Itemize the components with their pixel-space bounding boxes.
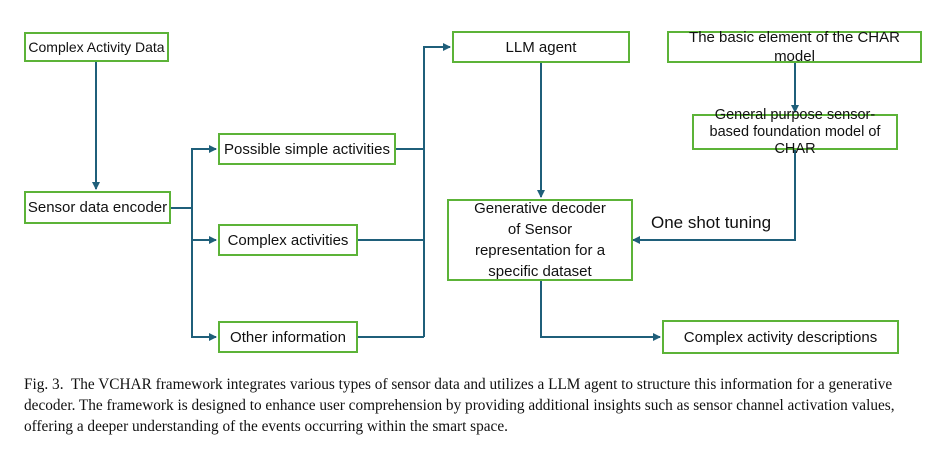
connector-arrows [92, 43, 799, 341]
one-shot-tuning-label: One shot tuning [651, 213, 772, 232]
generative-decoder-box: Generative decoder of Sensor representat… [447, 199, 633, 281]
figure-caption: Fig. 3. The VCHAR framework integrates v… [24, 374, 926, 437]
possible-simple-activities-box: Possible simple activities [218, 133, 396, 165]
arrow-encoder-to-other [191, 208, 217, 341]
general-purpose-model-box: General purpose sensor-based foundation … [692, 107, 898, 157]
complex-activities-box: Complex activities [218, 224, 358, 256]
figure-label: Fig. 3. [24, 376, 64, 393]
complex-activity-descriptions-box: Complex activity descriptions [662, 320, 899, 354]
sensor-data-encoder-box: Sensor data encoder [24, 191, 171, 224]
complex-activity-data-box: Complex Activity Data [24, 32, 169, 62]
basic-element-box: The basic element of the CHAR model [667, 29, 922, 65]
arrow-general-to-decoder [632, 149, 796, 244]
arrow-decoder-to-descriptions [540, 281, 661, 341]
arrow-encoder-to-simple [191, 145, 217, 208]
caption-text: The VCHAR framework integrates various t… [24, 376, 895, 435]
arrow-bus-to-llm [423, 43, 451, 337]
llm-agent-box: LLM agent [452, 31, 630, 63]
other-information-box: Other information [218, 321, 358, 353]
arrow-encoder-to-complex [191, 208, 217, 244]
vchar-framework-diagram: Complex Activity Data Sensor data encode… [24, 29, 922, 354]
